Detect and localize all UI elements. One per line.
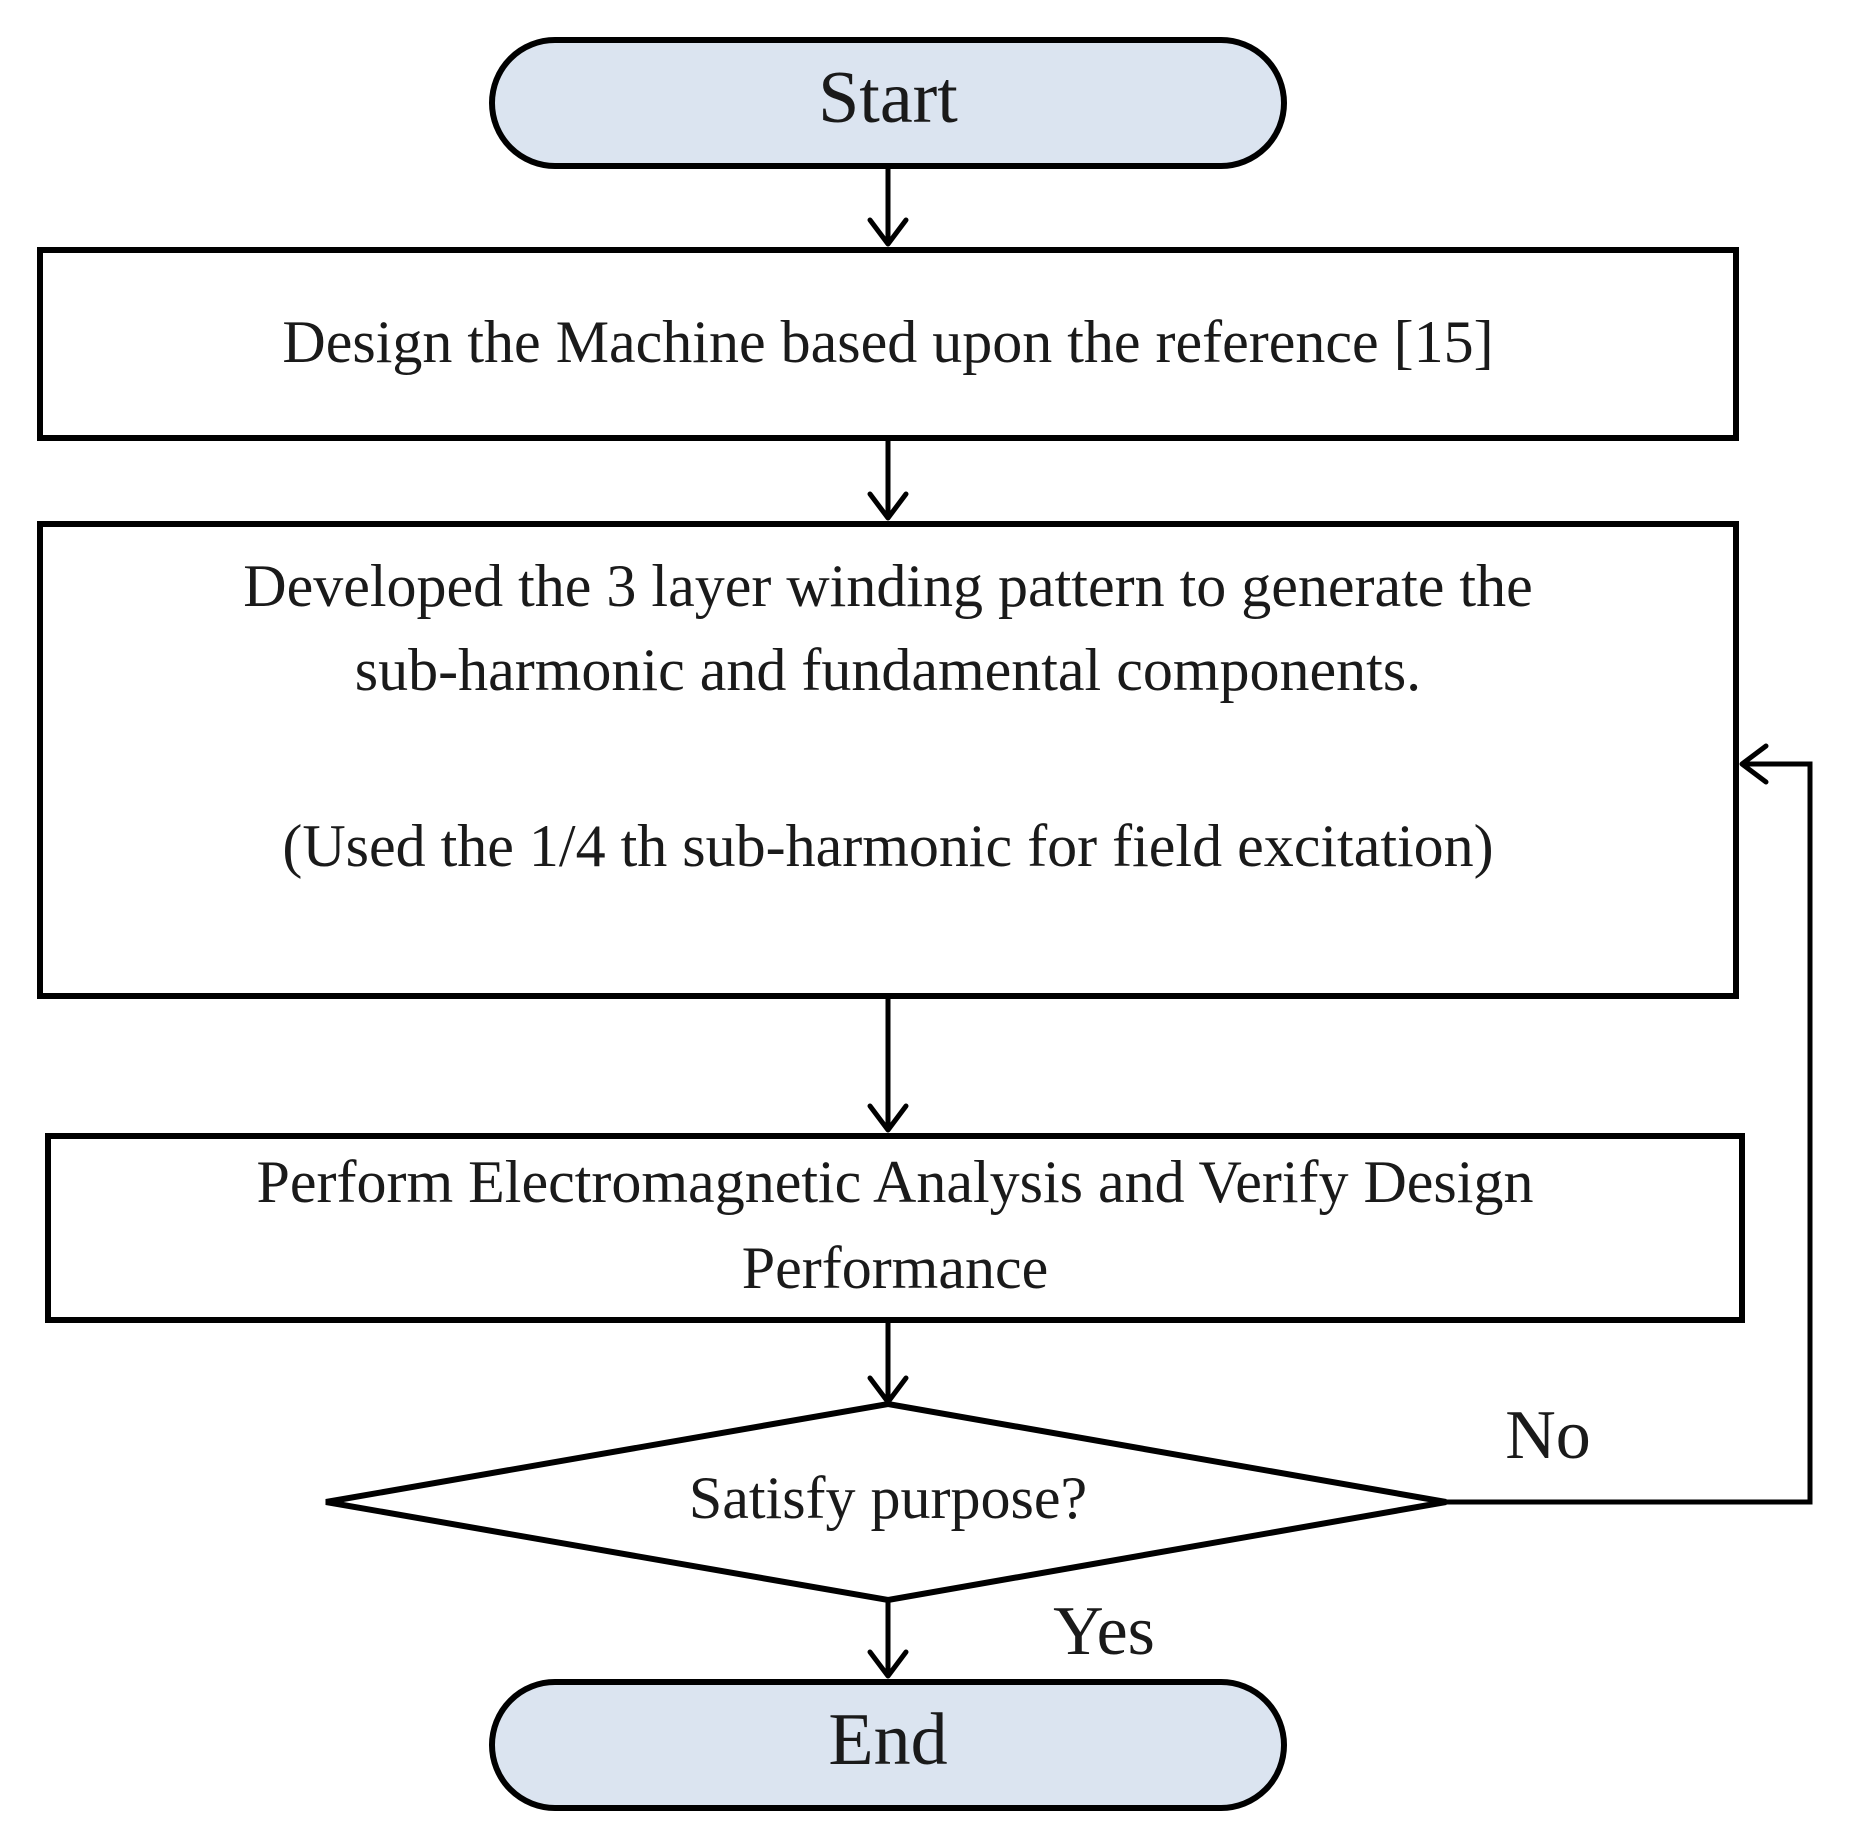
end-node: End xyxy=(489,1679,1287,1811)
edge-analysis-to-decision xyxy=(867,1320,909,1405)
arrowhead-icon xyxy=(867,1649,909,1679)
feedback-connector xyxy=(1446,761,1813,1505)
edge-winding-to-analysis xyxy=(867,996,909,1133)
winding-process-box xyxy=(37,521,1739,999)
edge-start-to-design xyxy=(867,166,909,247)
edge-design-to-winding xyxy=(867,438,909,521)
end-terminal-shape xyxy=(489,1679,1287,1811)
edge-decision-to-winding: No xyxy=(1446,743,1813,1505)
start-label: Start xyxy=(818,57,958,139)
winding-node: Developed the 3 layer winding pattern to… xyxy=(37,521,1739,999)
start-node: Start xyxy=(489,37,1287,169)
winding-label-line-1: Developed the 3 layer winding pattern to… xyxy=(243,553,1533,619)
analysis-process-box xyxy=(45,1133,1745,1323)
design-label: Design the Machine based upon the refere… xyxy=(282,309,1493,375)
decision-label: Satisfy purpose? xyxy=(689,1465,1087,1531)
design-process-box xyxy=(37,247,1739,441)
arrowhead-icon xyxy=(867,1103,909,1133)
analysis-label-line-1: Perform Electromagnetic Analysis and Ver… xyxy=(257,1149,1534,1215)
edge-decision-to-end: Yes xyxy=(867,1593,1155,1679)
arrowhead-icon xyxy=(1739,743,1769,785)
arrowhead-icon xyxy=(867,217,909,247)
winding-label-line-3: (Used the 1/4 th sub-harmonic for field … xyxy=(282,813,1493,879)
decision-node: Satisfy purpose? xyxy=(325,1400,1447,1604)
winding-label-line-2: sub-harmonic and fundamental components. xyxy=(355,637,1421,703)
arrowhead-icon xyxy=(867,491,909,521)
design-node: Design the Machine based upon the refere… xyxy=(37,247,1739,441)
analysis-label-line-2: Performance xyxy=(742,1235,1049,1301)
yes-label: Yes xyxy=(1053,1593,1155,1670)
analysis-node: Perform Electromagnetic Analysis and Ver… xyxy=(45,1133,1745,1323)
no-label: No xyxy=(1505,1397,1591,1474)
end-label: End xyxy=(828,1699,947,1781)
